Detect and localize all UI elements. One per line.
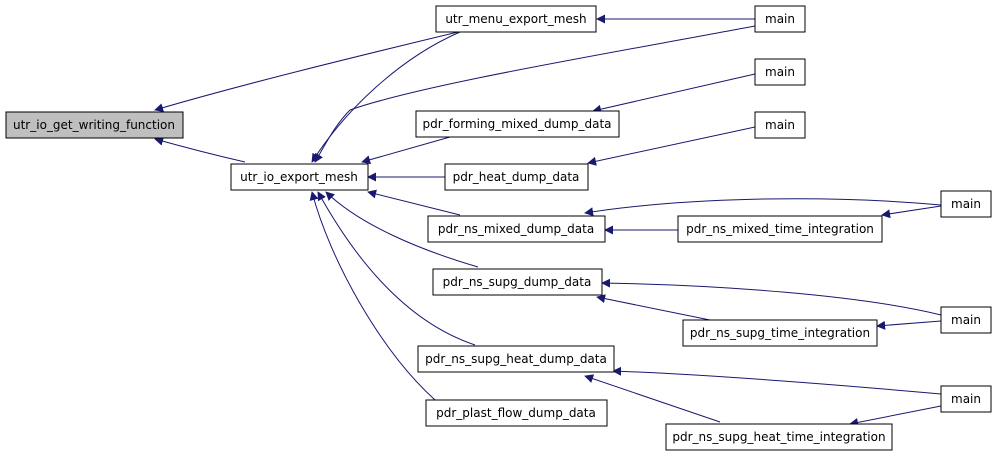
- edge-main-f-to-ns-supg-heat: [612, 366, 942, 395]
- node-ns-mixed[interactable]: pdr_ns_mixed_dump_data: [427, 215, 606, 243]
- node-label: utr_io_get_writing_function: [13, 118, 175, 132]
- edge-plast-to-io-export: [309, 191, 436, 401]
- node-main-b[interactable]: main: [754, 58, 806, 86]
- edge-main-f-to-ns-supg-heat-ti: [849, 405, 942, 427]
- node-label: pdr_ns_supg_time_integration: [690, 326, 870, 340]
- edge-ns-supg-heat-ti-to-ns-supg-heat: [584, 374, 721, 423]
- node-label: pdr_ns_supg_heat_dump_data: [425, 352, 607, 366]
- node-menu-export[interactable]: utr_menu_export_mesh: [435, 5, 597, 33]
- node-ns-supg-ti[interactable]: pdr_ns_supg_time_integration: [682, 319, 878, 347]
- edge-main-e-to-ns-supg-ti: [876, 320, 942, 330]
- node-label: main: [765, 118, 795, 132]
- edge-forming-to-io-export: [361, 136, 451, 165]
- edge-menu-export-to-io-export: [311, 31, 461, 163]
- node-ns-supg[interactable]: pdr_ns_supg_dump_data: [432, 268, 603, 296]
- node-label: main: [765, 65, 795, 79]
- edge-main-b-to-forming: [592, 73, 756, 114]
- node-root[interactable]: utr_io_get_writing_function: [5, 111, 184, 139]
- node-ns-supg-heat-ti[interactable]: pdr_ns_supg_heat_time_integration: [665, 423, 893, 451]
- node-label: pdr_ns_mixed_time_integration: [686, 222, 874, 236]
- node-label: pdr_ns_mixed_dump_data: [438, 222, 594, 236]
- node-main-e[interactable]: main: [940, 306, 992, 334]
- node-label: main: [951, 313, 981, 327]
- node-heat[interactable]: pdr_heat_dump_data: [444, 163, 589, 191]
- node-label: pdr_heat_dump_data: [453, 170, 580, 184]
- edge-main-a-to-io-export: [314, 25, 756, 163]
- edge-menu-export-to-root: [154, 31, 459, 113]
- node-label: pdr_plast_flow_dump_data: [436, 406, 596, 420]
- node-main-c[interactable]: main: [754, 111, 806, 139]
- node-label: main: [765, 12, 795, 26]
- edge-ns-supg-heat-to-io-export: [317, 191, 476, 346]
- node-label: main: [951, 392, 981, 406]
- edge-main-c-to-heat: [587, 126, 756, 166]
- edge-main-e-to-ns-supg: [601, 278, 942, 316]
- node-plast[interactable]: pdr_plast_flow_dump_data: [425, 399, 608, 427]
- node-forming[interactable]: pdr_forming_mixed_dump_data: [415, 110, 620, 138]
- edge-main-d-to-ns-mixed: [584, 198, 942, 217]
- node-label: pdr_ns_supg_dump_data: [443, 275, 592, 289]
- node-main-a[interactable]: main: [754, 5, 806, 33]
- edge-ns-supg-ti-to-ns-supg: [596, 294, 711, 321]
- edge-ns-supg-to-io-export: [325, 191, 479, 268]
- node-label: utr_menu_export_mesh: [445, 12, 586, 26]
- edges: [154, 14, 942, 427]
- edge-main-d-to-ns-mixed-ti: [881, 205, 942, 219]
- node-io-export[interactable]: utr_io_export_mesh: [230, 163, 369, 191]
- node-label: utr_io_export_mesh: [240, 170, 358, 184]
- node-main-d[interactable]: main: [940, 190, 992, 218]
- node-ns-mixed-ti[interactable]: pdr_ns_mixed_time_integration: [677, 215, 883, 243]
- node-label: main: [951, 197, 981, 211]
- node-ns-supg-heat[interactable]: pdr_ns_supg_heat_dump_data: [417, 345, 615, 373]
- edge-io-export-to-root: [154, 136, 246, 163]
- node-label: pdr_ns_supg_heat_time_integration: [672, 430, 885, 444]
- edge-ns-mixed-to-io-export: [367, 189, 461, 216]
- node-main-f[interactable]: main: [940, 385, 992, 413]
- node-label: pdr_forming_mixed_dump_data: [422, 117, 611, 131]
